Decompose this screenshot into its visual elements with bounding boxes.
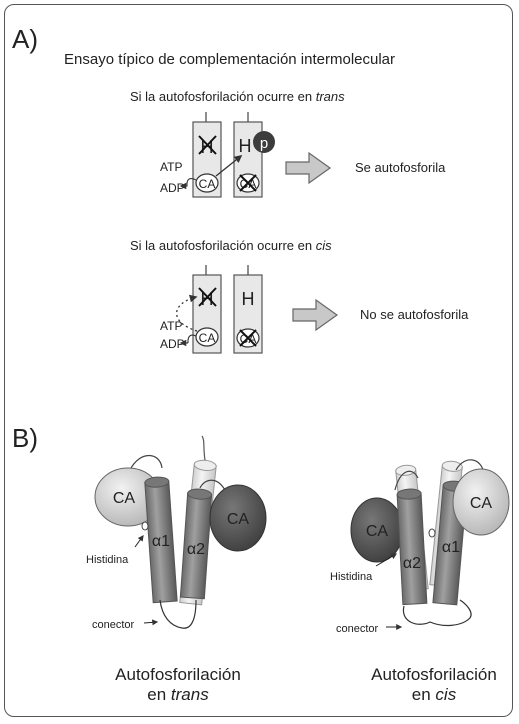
trans-ca-left-label: CA [113,490,136,507]
trans-ca-right-label: CA [227,511,250,528]
cis-left-ca-label: CA [199,331,216,345]
cis-right-histidine: H [242,289,255,309]
cis-helix-2 [396,488,428,606]
trans-loop-left [129,454,163,471]
trans-helix-1 [144,476,178,604]
cis-connector-label: conector [336,623,379,635]
cis-atp: ATP [160,319,182,333]
phosphate-icon [253,131,275,153]
figure-frame [4,4,513,717]
cis-helix-2-label: α2 [403,555,421,572]
cis-caption-line1: Autofosforilación [371,665,497,684]
cis-atp-line [187,334,197,343]
cis-model: CA α2 α1 CA Histidina conector Autofosfo… [330,459,510,704]
trans-right-histidine: H [239,136,252,156]
trans-histidine-marker [141,521,149,531]
cis-ca-left-label: CA [366,523,389,540]
cis-left-ca [195,327,219,347]
trans-result: Se autofosforila [355,160,446,175]
cis-dimer: H H CA CA ATP ADP [160,265,263,354]
phosphate-label: p [260,135,268,152]
trans-n-terminus [201,435,206,461]
panel-b-label: B) [12,423,38,453]
cis-connector-loop [402,599,472,627]
trans-left-ca-label: CA [199,177,216,191]
trans-connector-loop [159,599,197,629]
trans-loop-right [199,479,227,493]
cis-result: No se autofosforila [360,307,469,322]
cis-adp: ADP [160,337,185,351]
trans-helix-2-label: α2 [187,541,205,558]
trans-ca-right [209,484,267,552]
cis-right-ca-cross [239,329,257,347]
cis-caption-line2: en cis [412,685,457,704]
panel-a-label: A) [12,24,38,54]
cis-loop-left [394,470,419,491]
trans-result-arrow [285,151,332,185]
trans-dimer: H H p CA CA ATP ADP [160,112,275,198]
trans-atp: ATP [160,160,182,174]
trans-phosphotransfer-arrow [215,155,243,177]
cis-heading: Si la autofosforilación ocurre en cis [130,238,332,253]
cis-left-histidine-cross [198,287,217,307]
trans-heading: Si la autofosforilación ocurre en trans [130,89,345,104]
trans-left-ca [195,173,219,193]
trans-caption-line1: Autofosforilación [115,665,241,684]
trans-connector-arrow [143,619,159,626]
trans-helix-1-label: α1 [152,533,170,550]
trans-atp-line [181,177,197,187]
trans-adp: ADP [160,181,185,195]
trans-helix-2 [179,488,213,600]
trans-connector-label: conector [92,619,135,631]
panel-a-title: Ensayo típico de complementación intermo… [64,51,395,68]
trans-caption-line2: en trans [147,685,209,704]
cis-histidine-marker [428,528,436,538]
trans-right-ca-cross [239,174,257,192]
cis-ca-right [452,468,510,536]
cis-ca-right-label: CA [470,495,493,512]
trans-histidine-arrow [134,535,144,548]
trans-model: CA α1 α2 CA Histidina conector Autofosfo… [86,435,267,704]
cis-result-arrow [292,298,339,332]
cis-helix-1-label: α1 [442,539,460,556]
trans-histidine-label: Histidina [86,554,129,566]
trans-left-histidine-cross [198,135,217,155]
cis-histidine-label: Histidina [330,571,373,583]
cis-histidine-arrow [375,553,398,567]
